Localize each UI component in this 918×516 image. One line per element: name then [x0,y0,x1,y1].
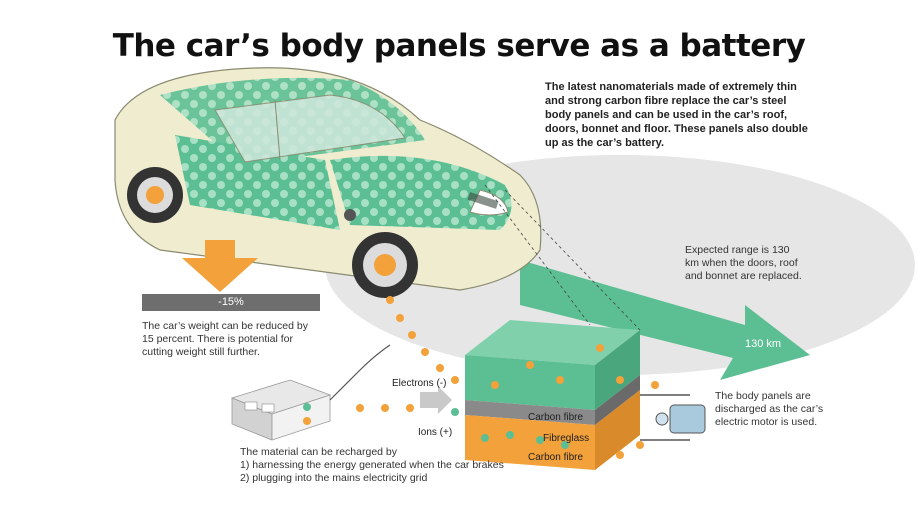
layer-label-top: Carbon fibre [528,412,584,423]
range-arrow [520,260,810,380]
intro-text: The latest nanomaterials made of extreme… [545,81,808,149]
connector-line [484,184,591,326]
car [114,67,542,298]
layer-label-middle: Fibreglass [543,433,590,444]
battery-block [465,320,640,470]
range-text: Expected range is 130 km when the doors,… [685,244,802,282]
ion-dots [451,408,569,449]
electrons-label: Electrons (-) [392,378,447,389]
recharge-text: The material can be recharged by 1) harn… [240,446,540,485]
recharge-item-2: 2) plugging into the mains electricity g… [240,472,428,484]
electric-motor [640,394,706,441]
discharge-text: The body panels are discharged as the ca… [715,390,824,428]
weight-down-arrow [182,240,258,292]
recharge-intro: The material can be recharged by [240,446,398,458]
range-value-label: 130 km [745,338,782,350]
weight-text: The car’s weight can be reduced by 15 pe… [142,320,308,358]
electron-dots [356,296,659,459]
weight-percent-bar: -15% [142,294,320,311]
layer-label-bottom: Carbon fibre [528,452,584,463]
electrons-arrow [420,386,452,414]
connector-line [504,189,641,331]
ions-label: Ions (+) [418,427,453,438]
recharge-item-1: 1) harnessing the energy generated when … [240,459,504,471]
page-title: The car’s body panels serve as a battery [112,28,806,64]
charger-box [230,344,391,441]
